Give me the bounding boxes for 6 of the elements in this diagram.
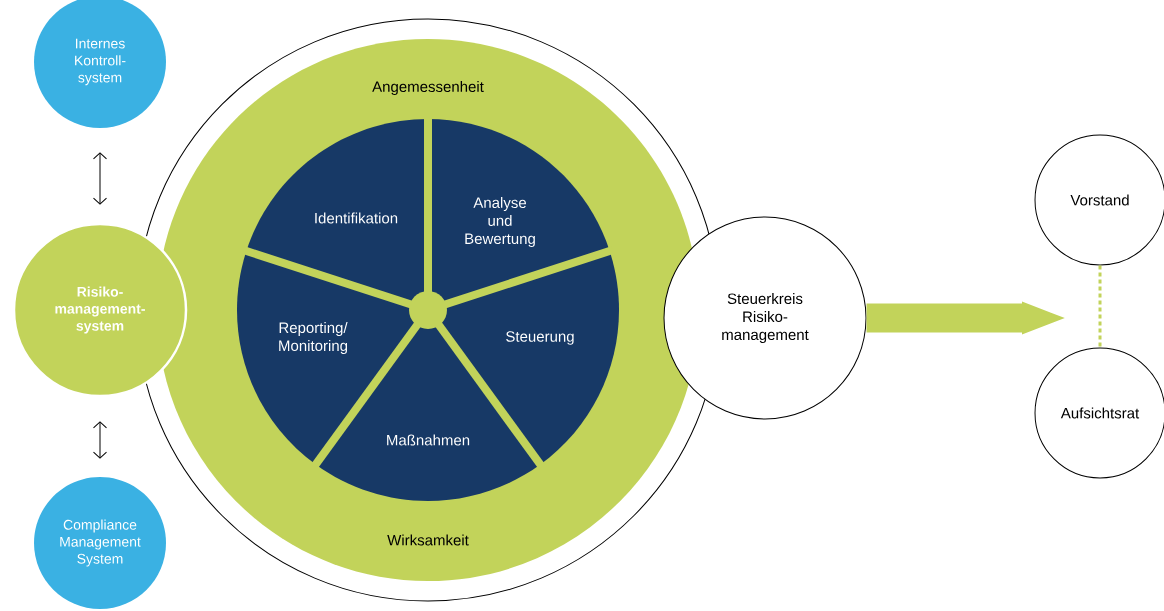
pie-segment: Analyse und Bewertung (428, 119, 610, 310)
node-label: Analyse und Bewertung (465, 197, 535, 247)
arrow (93, 421, 107, 459)
pie-segment: Identifikation (246, 119, 428, 310)
node-label: Identifikation (315, 212, 398, 224)
arrow (93, 152, 107, 205)
